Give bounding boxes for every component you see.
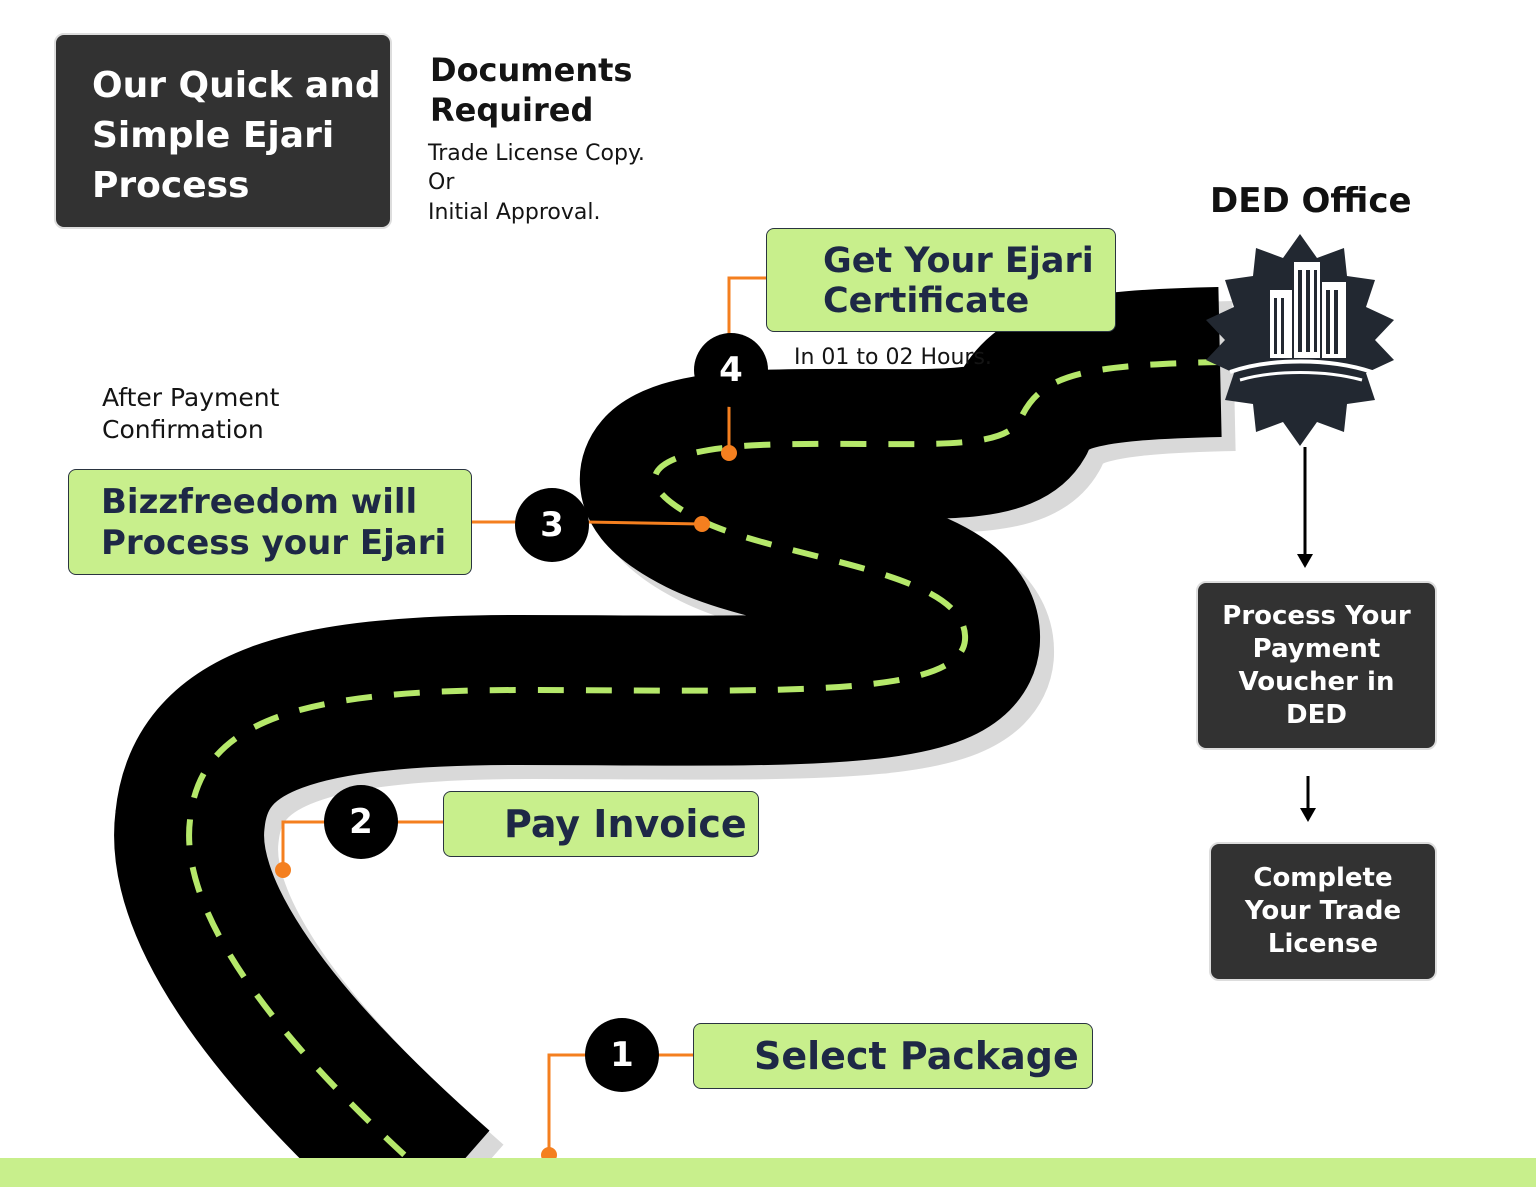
process-voucher-line: Payment (1252, 633, 1381, 664)
step-2-number: 2 (324, 785, 398, 859)
step-4-note: In 01 to 02 Hours. (794, 345, 992, 370)
complete-license-box: Complete Your Trade License (1209, 842, 1437, 981)
step-3-label: Bizzfreedom will (101, 482, 418, 522)
title-line: Simple Ejari (92, 115, 335, 156)
step-4-box: Get Your Ejari Certificate (766, 228, 1116, 332)
documents-heading: Documents Required (430, 51, 633, 129)
step-3-box: Bizzfreedom will Process your Ejari (68, 469, 472, 575)
complete-license-line: Your Trade (1244, 896, 1402, 926)
connector-dot (721, 445, 737, 461)
document-item: Initial Approval. (428, 200, 601, 225)
office-building-icon (1206, 234, 1394, 446)
ded-office-label: DED Office (1210, 181, 1412, 221)
process-voucher-line: DED (1286, 699, 1347, 730)
step-1-label: Select Package (754, 1034, 1079, 1078)
complete-license-line: Complete (1253, 863, 1393, 893)
step-3-label: Process your Ejari (101, 523, 447, 563)
title-line: Our Quick and (92, 65, 381, 106)
arrow-down-icon (1300, 776, 1316, 822)
process-voucher-line: Process Your (1222, 600, 1411, 631)
step-3-note: After Payment Confirmation (102, 383, 280, 444)
step-2-label: Pay Invoice (504, 802, 747, 846)
lane-marking (186, 359, 1221, 1187)
step-1-number: 1 (585, 1018, 659, 1092)
process-voucher-line: Voucher in (1238, 666, 1395, 697)
complete-license-line: License (1267, 929, 1379, 959)
title-line: Process (92, 165, 250, 206)
step-1-box: Select Package (693, 1023, 1093, 1089)
step-4-number: 4 (694, 333, 768, 407)
document-item: Trade License Copy. (428, 141, 645, 166)
step-4-label: Certificate (823, 281, 1030, 321)
step-3-number: 3 (515, 488, 589, 562)
step-4-label: Get Your Ejari (823, 241, 1094, 281)
arrow-down-icon (1297, 447, 1313, 568)
document-item: Or (428, 170, 455, 195)
title-box: Our Quick and Simple Ejari Process (54, 33, 392, 229)
connector-dot (694, 516, 710, 532)
footer-band (0, 1158, 1536, 1187)
process-voucher-box: Process Your Payment Voucher in DED (1196, 581, 1437, 750)
step-2-box: Pay Invoice (443, 791, 759, 857)
connector-dot (275, 862, 291, 878)
